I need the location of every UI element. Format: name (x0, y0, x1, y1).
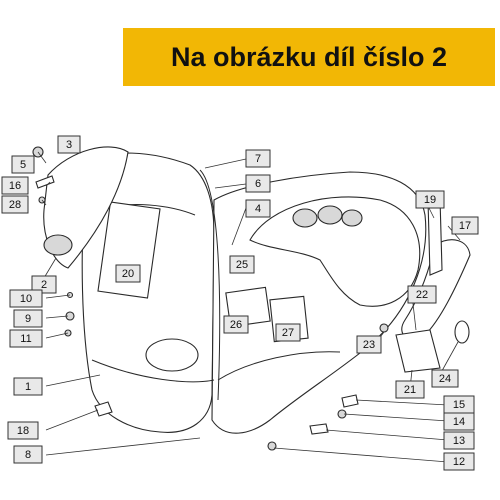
callout-23: 23 (356, 335, 382, 354)
svg-text:23: 23 (363, 339, 375, 351)
callout-5: 5 (11, 155, 35, 174)
svg-text:2: 2 (41, 279, 47, 291)
edge-trim-strip (199, 169, 221, 401)
badge-part-18 (94, 401, 113, 417)
svg-text:6: 6 (255, 178, 261, 190)
svg-text:4: 4 (255, 203, 261, 215)
svg-text:19: 19 (424, 194, 436, 206)
callout-22: 22 (407, 285, 437, 304)
svg-text:11: 11 (20, 333, 31, 345)
callout-21: 21 (395, 380, 425, 399)
body-opening-3 (341, 209, 363, 227)
callout-11: 11 (9, 329, 43, 348)
svg-text:5: 5 (20, 159, 26, 171)
glovebox-frame (97, 201, 161, 299)
svg-text:9: 9 (25, 313, 31, 325)
callout-12: 12 (443, 452, 475, 471)
shield-lower-line (91, 359, 215, 383)
callout-2: 2 (31, 275, 57, 294)
callouts: 1 2 3 4 5 6 7 8 9 10 11 12 13 14 15 16 1… (1, 135, 479, 471)
callout-9: 9 (13, 309, 43, 328)
svg-text:24: 24 (439, 373, 451, 385)
callout-14: 14 (443, 412, 475, 431)
callout-8: 8 (13, 445, 43, 464)
nut-part-23 (379, 323, 389, 333)
reflector-part-24 (454, 320, 470, 344)
svg-text:22: 22 (416, 289, 428, 301)
svg-text:21: 21 (404, 384, 416, 396)
cover-part-2-drawing (43, 146, 129, 269)
svg-text:12: 12 (453, 456, 465, 468)
svg-text:26: 26 (230, 319, 242, 331)
body-opening-2 (317, 205, 343, 225)
callout-19: 19 (415, 190, 445, 209)
callout-26: 26 (223, 315, 249, 334)
svg-text:27: 27 (282, 327, 294, 339)
svg-text:1: 1 (25, 381, 31, 393)
svg-text:7: 7 (255, 153, 261, 165)
floor-contour-line (217, 351, 341, 381)
svg-text:14: 14 (453, 416, 465, 428)
svg-text:20: 20 (122, 268, 134, 280)
fastener-part-12 (267, 441, 277, 451)
svg-text:3: 3 (66, 139, 72, 151)
callout-1: 1 (13, 377, 43, 396)
svg-text:17: 17 (459, 220, 471, 232)
svg-text:18: 18 (17, 425, 29, 437)
side-cover-grille (43, 234, 73, 256)
box-part-21 (395, 329, 441, 373)
callout-13: 13 (443, 431, 475, 450)
right-side-parts-drawing (32, 146, 471, 451)
svg-text:15: 15 (453, 399, 465, 411)
callout-10: 10 (9, 289, 43, 308)
callout-16: 16 (1, 176, 29, 195)
body-opening-1 (292, 208, 318, 228)
callout-20: 20 (115, 264, 141, 283)
callout-27: 27 (275, 323, 301, 342)
svg-text:25: 25 (236, 259, 248, 271)
callout-15: 15 (443, 395, 475, 414)
callout-24: 24 (431, 369, 459, 388)
header-banner: Na obrázku díl číslo 2 (123, 28, 495, 86)
header-title: Na obrázku díl číslo 2 (170, 41, 448, 72)
shield-emblem-recess (145, 338, 199, 372)
callout-17: 17 (451, 216, 479, 235)
callout-28: 28 (1, 195, 29, 214)
body-shell-drawing (81, 152, 427, 434)
callout-7: 7 (245, 149, 271, 168)
clip-part-15 (341, 394, 359, 408)
svg-text:16: 16 (9, 180, 21, 192)
clip-part-13 (309, 423, 329, 435)
clip-part-16 (35, 175, 55, 189)
callout-6: 6 (245, 174, 271, 193)
svg-text:13: 13 (453, 435, 465, 447)
callout-25: 25 (229, 255, 255, 274)
svg-text:8: 8 (25, 449, 31, 461)
callout-18: 18 (7, 421, 39, 440)
svg-text:28: 28 (9, 199, 21, 211)
callout-4: 4 (245, 199, 271, 218)
svg-text:10: 10 (20, 293, 32, 305)
callout-3: 3 (57, 135, 81, 154)
leader-lines (37, 143, 461, 463)
